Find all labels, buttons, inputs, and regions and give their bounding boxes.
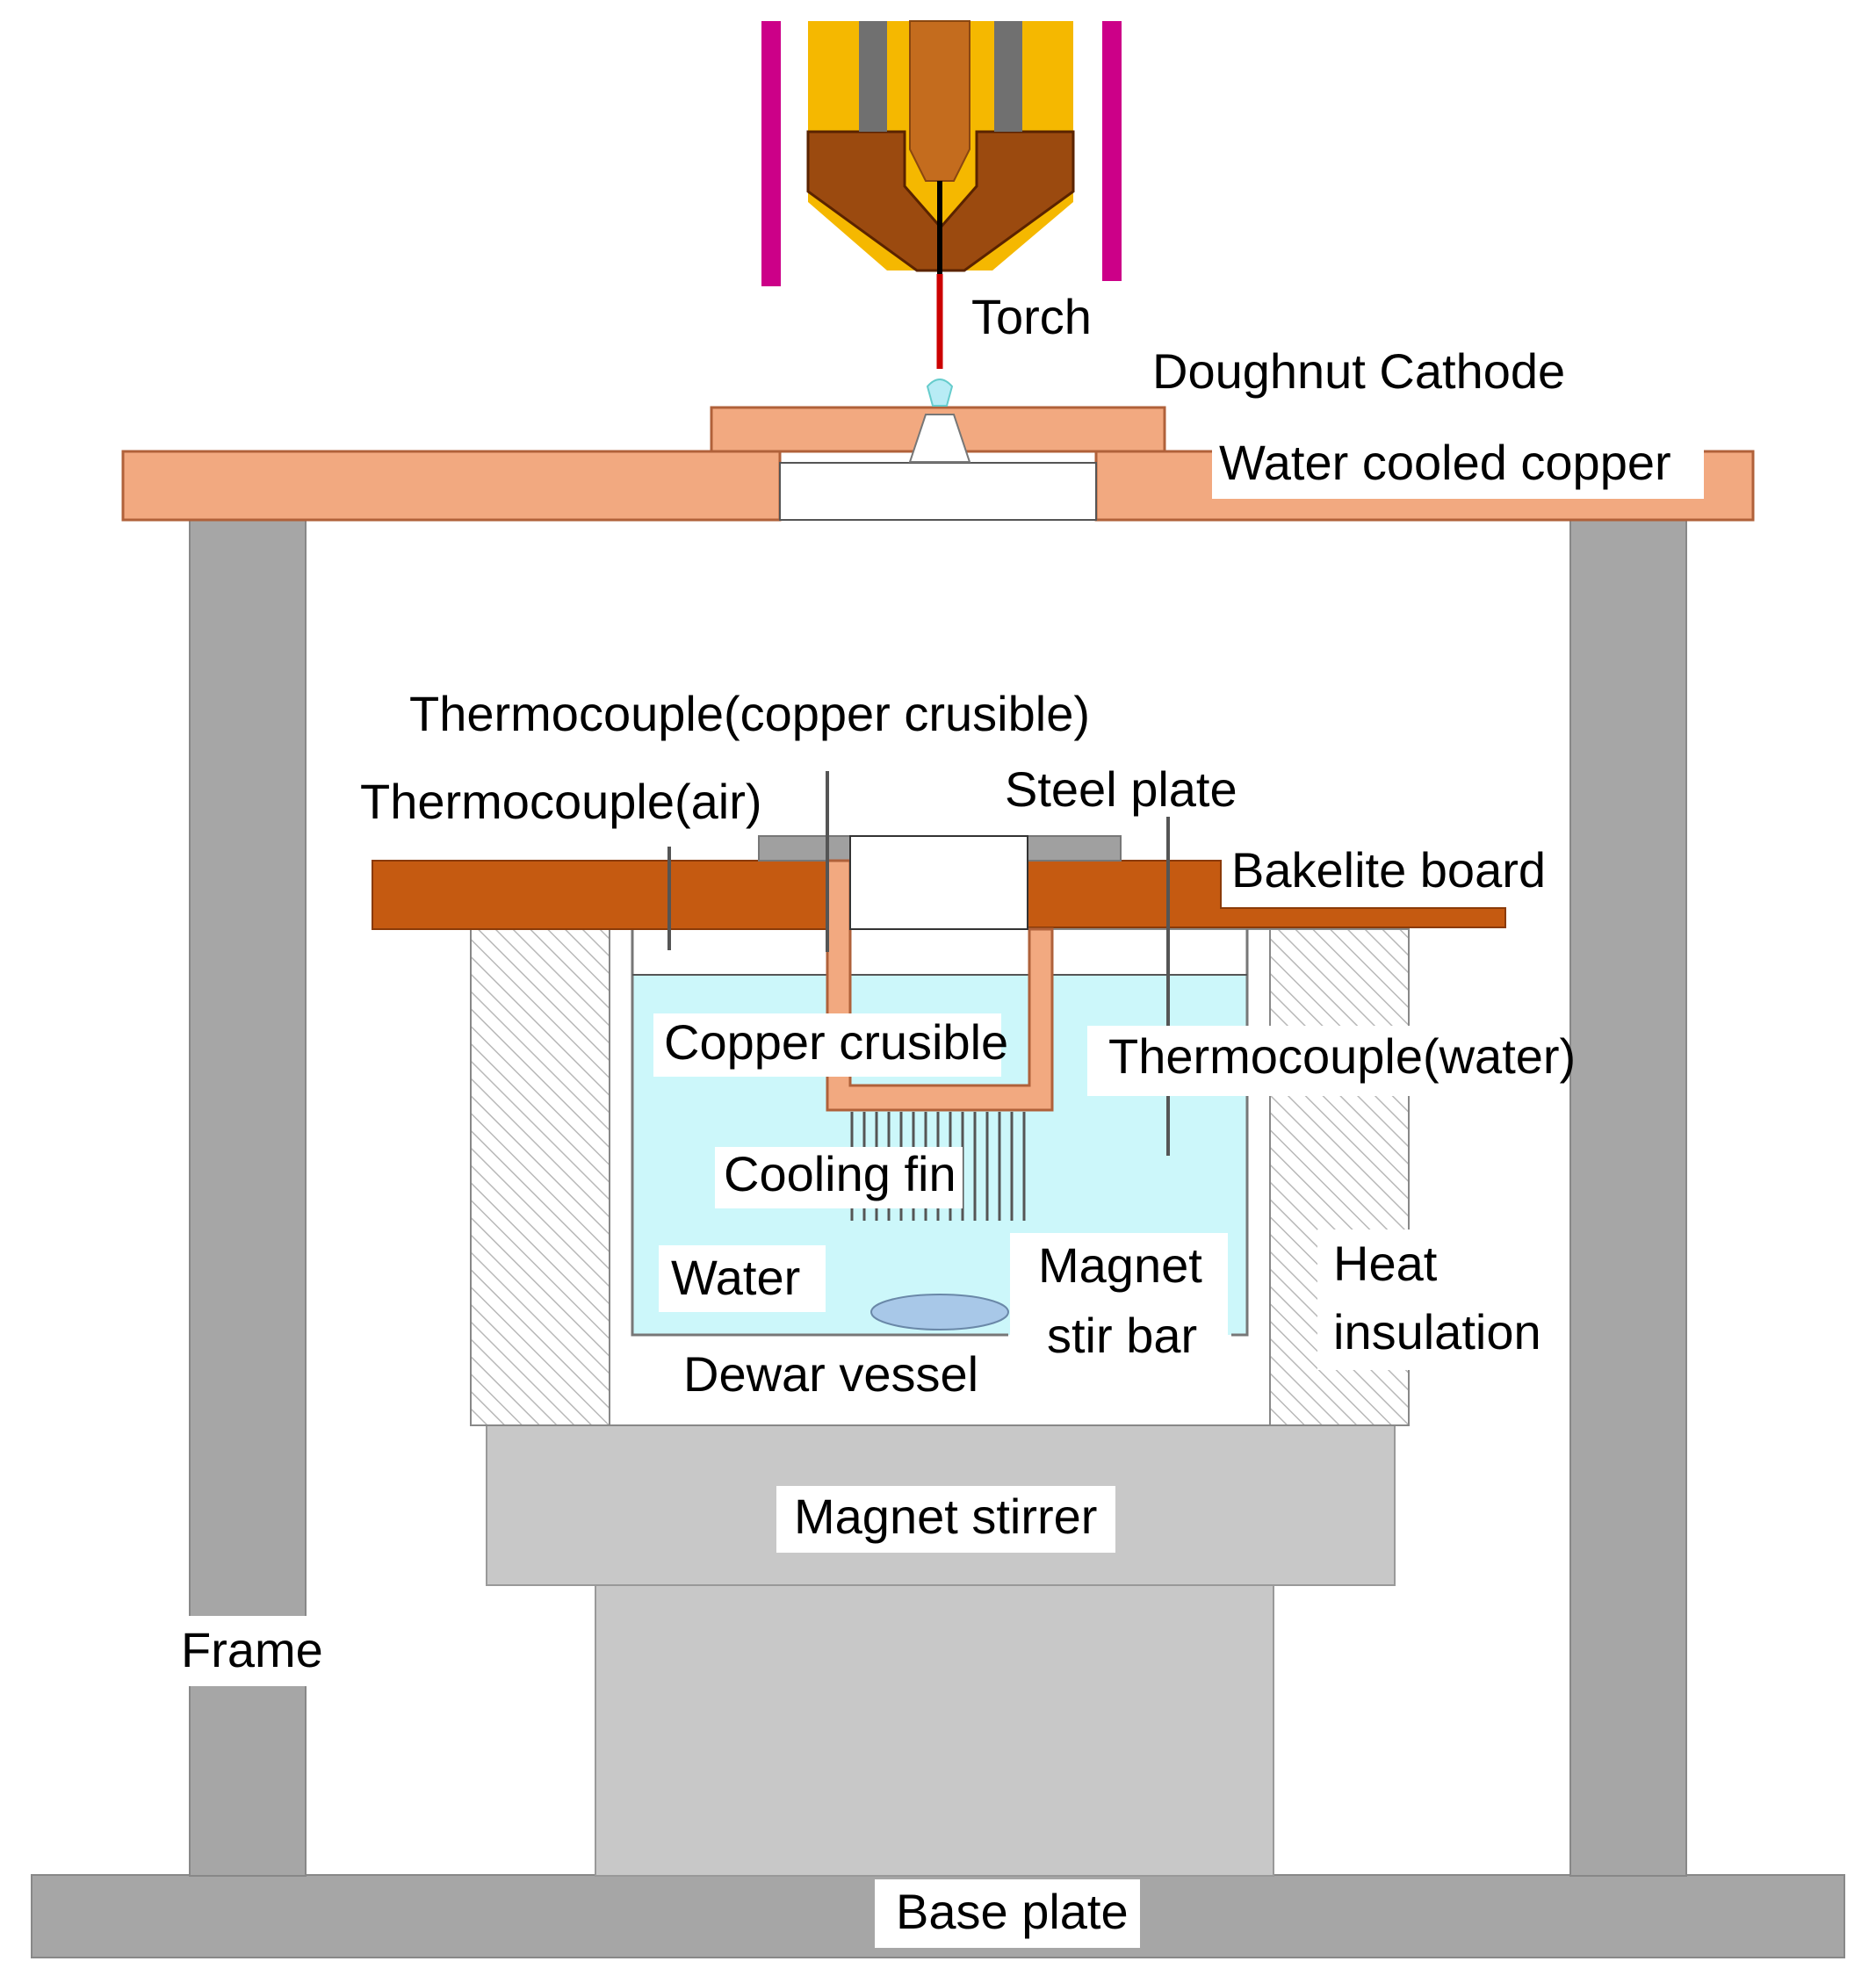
label-bg-magnet-stirrer bbox=[776, 1486, 1115, 1553]
label-steel-plate: Steel plate bbox=[1005, 761, 1237, 817]
crucible-cavity bbox=[849, 835, 1028, 930]
label-water: Water bbox=[671, 1250, 800, 1305]
label-dewar-vessel: Dewar vessel bbox=[683, 1346, 978, 1402]
label-bg-thermocouple-water bbox=[1087, 1026, 1560, 1096]
heat-insulation-left bbox=[470, 928, 610, 1426]
label-doughnut-cathode: Doughnut Cathode bbox=[1152, 343, 1565, 399]
label-heat-insulation-1: Heat bbox=[1333, 1236, 1438, 1291]
nozzle-cone bbox=[908, 414, 971, 463]
label-torch: Torch bbox=[971, 289, 1092, 344]
label-cooling-fin: Cooling fin bbox=[724, 1146, 956, 1201]
label-bg-water bbox=[659, 1245, 826, 1312]
label-bg-frame bbox=[176, 1616, 320, 1686]
steel-plate-left bbox=[758, 835, 853, 862]
torch-grey-insert-right bbox=[994, 21, 1022, 132]
torch-grey-insert-left bbox=[859, 21, 887, 132]
label-bg-water-cooled-copper bbox=[1212, 430, 1704, 499]
doughnut-cathode-glow bbox=[926, 379, 954, 407]
label-bg-heat-insulation bbox=[1317, 1229, 1544, 1370]
label-bakelite-board: Bakelite board bbox=[1231, 842, 1546, 898]
magnet-stirrer-pedestal bbox=[595, 1583, 1274, 1877]
label-frame: Frame bbox=[181, 1622, 323, 1677]
frame-right-column bbox=[1569, 517, 1687, 1877]
label-thermocouple-water: Thermocouple(water) bbox=[1108, 1028, 1576, 1084]
label-magnet-stir-bar-1: Magnet bbox=[1038, 1237, 1202, 1293]
label-water-cooled-copper: Water cooled copper bbox=[1219, 435, 1671, 490]
torch-electrode bbox=[909, 20, 970, 182]
plate-opening bbox=[779, 462, 1097, 521]
label-bg-base-plate bbox=[875, 1879, 1140, 1948]
steel-plate-right bbox=[1027, 835, 1122, 862]
label-magnet-stir-bar-2: stir bar bbox=[1047, 1308, 1197, 1363]
label-bg-copper-crucible bbox=[653, 1013, 1001, 1077]
label-thermocouple-copper-crucible: Thermocouple(copper crusible) bbox=[409, 686, 1090, 741]
label-copper-crucible: Copper crusible bbox=[664, 1014, 1008, 1070]
label-magnet-stirrer: Magnet stirrer bbox=[794, 1489, 1097, 1544]
label-thermocouple-air: Thermocouple(air) bbox=[360, 774, 762, 829]
label-heat-insulation-2: insulation bbox=[1333, 1304, 1541, 1359]
magnet-stir-bar bbox=[870, 1294, 1009, 1330]
label-bg-cooling-fin bbox=[715, 1147, 963, 1208]
label-bg-magnet-stir-bar bbox=[1010, 1233, 1228, 1375]
label-base-plate: Base plate bbox=[896, 1884, 1129, 1939]
